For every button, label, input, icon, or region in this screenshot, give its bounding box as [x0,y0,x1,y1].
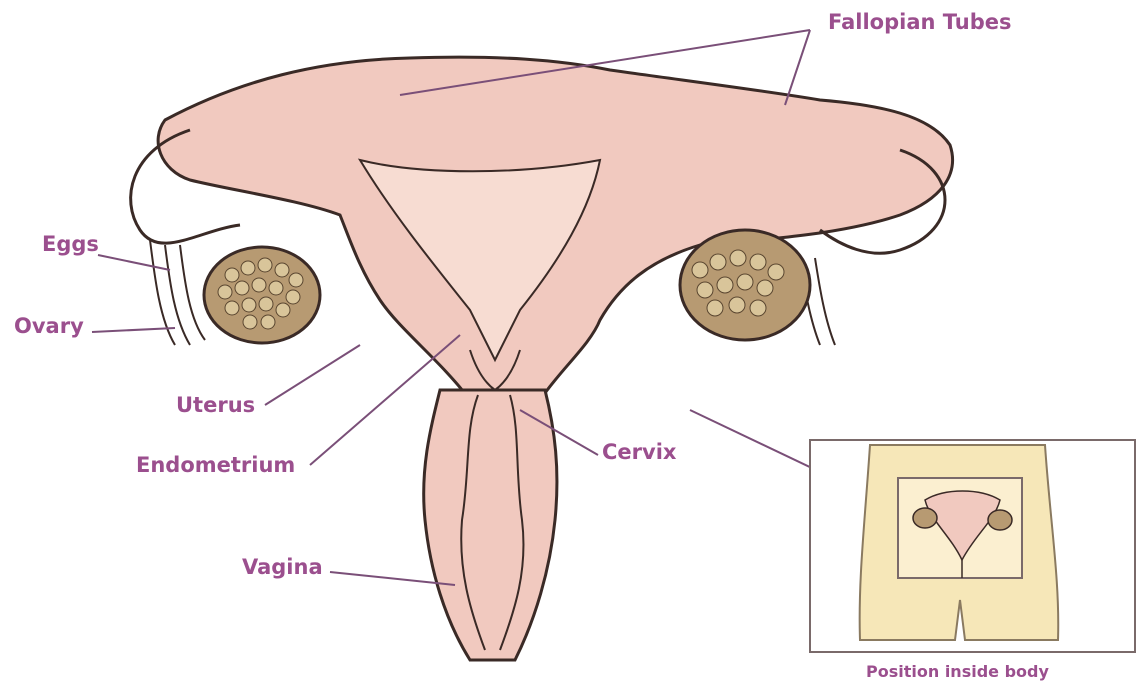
label-cervix: Cervix [602,440,676,464]
inset-caption: Position inside body [866,662,1049,681]
vagina [424,390,557,660]
label-endometrium: Endometrium [136,453,295,477]
label-vagina: Vagina [242,555,323,579]
label-uterus: Uterus [176,393,255,417]
label-fallopian-tubes: Fallopian Tubes [828,10,1012,34]
label-eggs: Eggs [42,232,99,256]
label-ovary: Ovary [14,314,84,338]
